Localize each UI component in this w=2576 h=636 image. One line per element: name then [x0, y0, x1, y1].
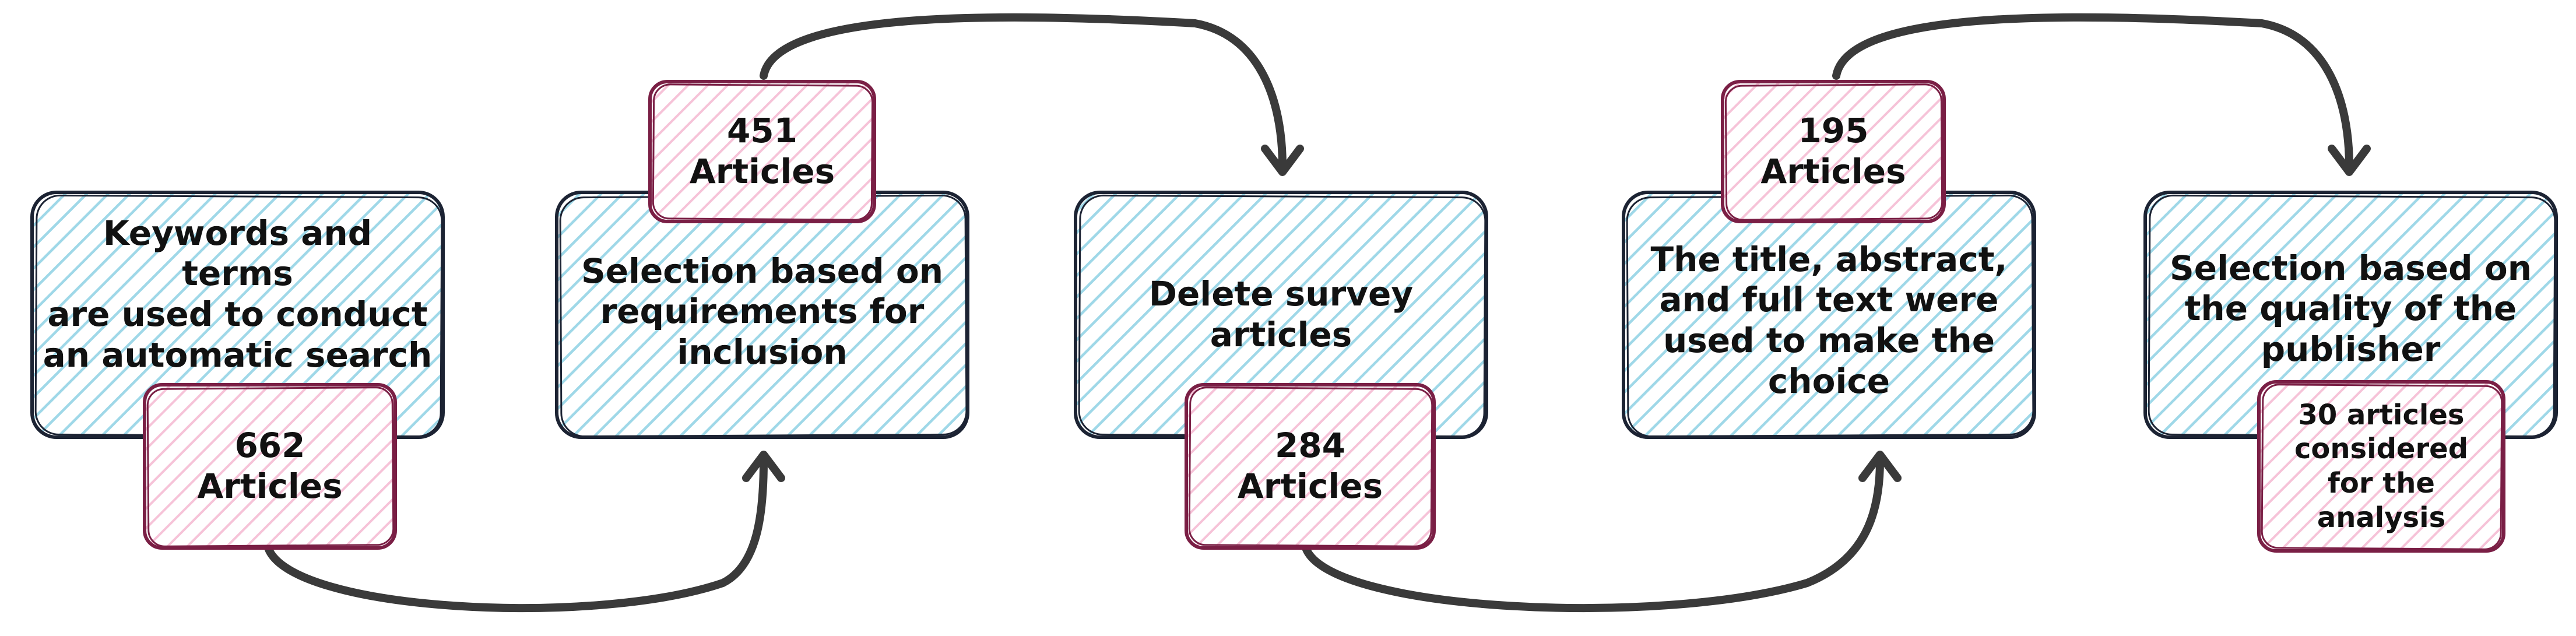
step-5-label: Selection based on the quality of the pu…	[2169, 248, 2532, 369]
step-1-label: Keywords and terms are used to conduct a…	[43, 213, 433, 375]
connector-arrow-2	[760, 13, 1304, 176]
count-5-label: 30 articles considered for the analysis	[2294, 398, 2469, 534]
count-box-2	[648, 80, 876, 223]
step-2-label: Selection based on requirements for incl…	[581, 251, 943, 372]
connector-arrow-3	[1302, 451, 1902, 613]
count-3-label: 284 Articles	[1237, 426, 1383, 506]
connector-arrow-1	[264, 451, 785, 612]
count-2-label: 451 Articles	[689, 111, 835, 191]
count-box-3	[1185, 383, 1436, 550]
step-3-label: Delete survey articles	[1148, 274, 1414, 354]
step-4-label: The title, abstract, and full text were …	[1650, 239, 2008, 401]
count-box-5	[2257, 380, 2505, 553]
count-4-label: 195 Articles	[1760, 111, 1906, 191]
count-box-1	[143, 383, 397, 550]
count-1-label: 662 Articles	[197, 426, 343, 506]
count-box-4	[1721, 80, 1946, 223]
connector-arrow-4	[1832, 13, 2371, 176]
